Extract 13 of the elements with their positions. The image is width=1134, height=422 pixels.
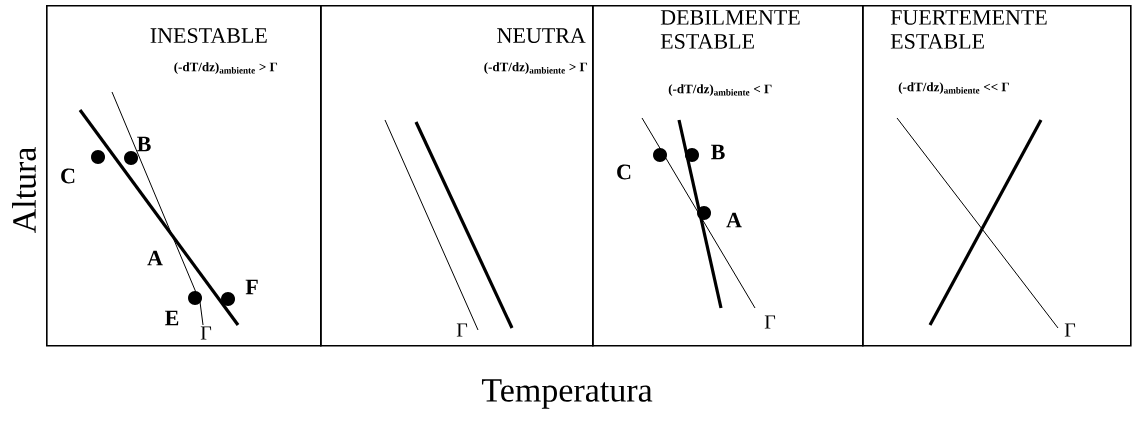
gamma-label: Γ [200, 326, 212, 340]
point-label: B [137, 136, 151, 152]
point-label: C [617, 164, 631, 180]
gamma-label: Γ [456, 323, 468, 337]
gamma-label: Γ [764, 315, 776, 329]
point-label: E [165, 310, 179, 326]
gamma-label: Γ [1064, 323, 1076, 337]
point-label: F [245, 279, 258, 295]
point-label: B [711, 144, 725, 160]
point-label: A [726, 212, 742, 228]
point-label: A [147, 250, 163, 266]
point-label: C [61, 168, 75, 184]
axis-label: Temperatura [481, 379, 653, 409]
